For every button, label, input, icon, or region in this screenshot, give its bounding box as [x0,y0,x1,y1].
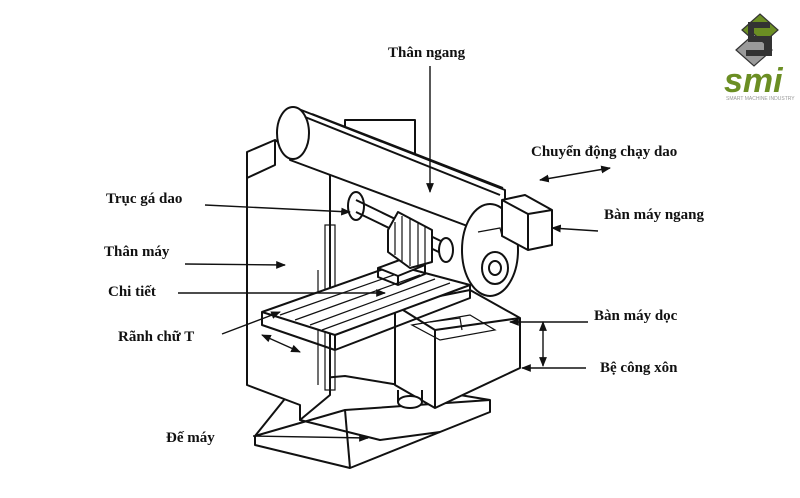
label-ranh-chu-t: Rãnh chữ T [118,329,194,345]
smi-logo: smi SMART MACHINE INDUSTRY [724,13,795,102]
label-truc-ga-dao: Trục gá dao [106,191,182,207]
smi-logo-mark [735,13,779,67]
label-than-may: Thân máy [104,244,170,260]
label-chi-tiet: Chi tiết [108,284,156,300]
label-chuyen-dong-chay-dao: Chuyển động chạy dao [531,144,677,160]
label-de-may: Đế máy [166,430,215,446]
label-be-cong-xon: Bệ công xôn [600,360,678,376]
label-ban-may-doc: Bàn máy dọc [594,308,678,324]
leader-lines [178,66,611,442]
arbor-cutter [347,191,454,269]
smi-logo-text: smi [724,62,784,100]
label-than-ngang: Thân ngang [388,45,466,61]
label-ban-may-ngang: Bàn máy ngang [604,207,705,223]
smi-logo-tagline: SMART MACHINE INDUSTRY [726,96,795,102]
knee-console [394,289,521,409]
longitudinal-table [261,264,471,351]
cross-table [501,194,553,251]
overarm [276,106,519,297]
